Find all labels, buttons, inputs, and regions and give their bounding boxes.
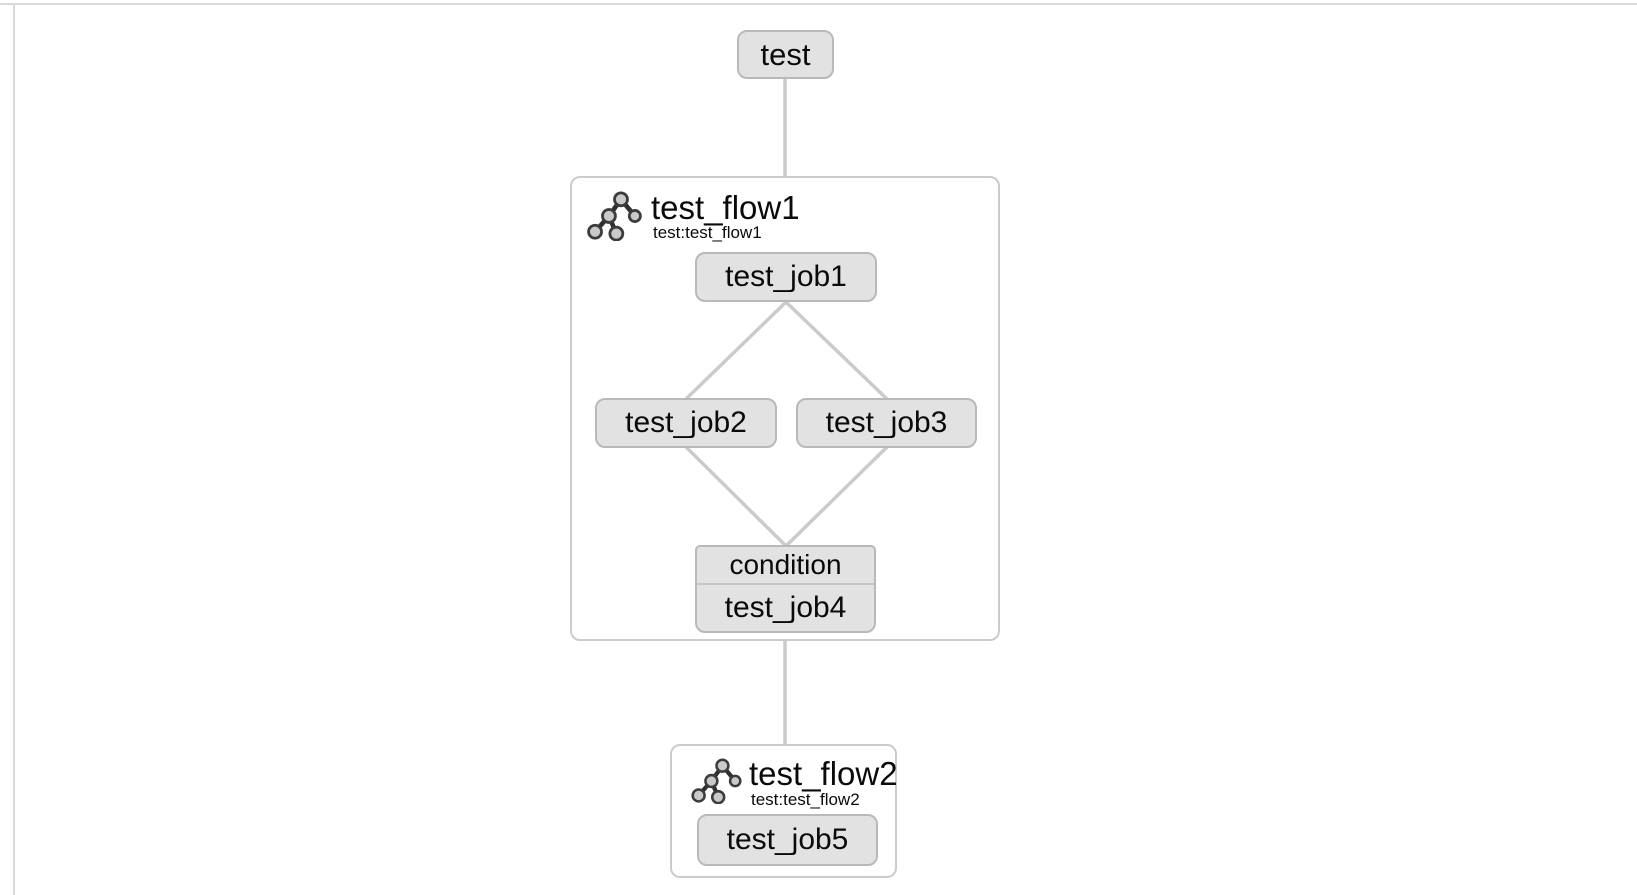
panel-left-border [13,4,15,895]
node-test[interactable]: test [737,30,834,79]
node-test_job2[interactable]: test_job2 [595,398,777,448]
flow-tree-icon [691,758,742,804]
node-label: test_job4 [724,591,847,624]
node-label: test_job3 [825,406,948,439]
node-test_job1[interactable]: test_job1 [695,252,877,302]
node-test_job3[interactable]: test_job3 [796,398,977,448]
node-label: test_job2 [625,406,747,439]
panel-top-border [0,3,1637,5]
flow2-subtitle: test:test_flow2 [751,790,860,809]
flow1-subtitle: test:test_flow1 [653,223,762,242]
node-label: test [760,37,811,72]
node-label: test_job5 [726,823,849,856]
flow-tree-icon [587,191,642,241]
node-test_job5[interactable]: test_job5 [697,814,878,866]
flow2-title: test_flow2 [749,755,898,792]
node-label: test_job1 [725,260,847,293]
flow1-title: test_flow1 [651,189,800,226]
node-test_job4-conditional[interactable]: condition test_job4 [695,545,876,633]
condition-label: condition [697,547,874,585]
